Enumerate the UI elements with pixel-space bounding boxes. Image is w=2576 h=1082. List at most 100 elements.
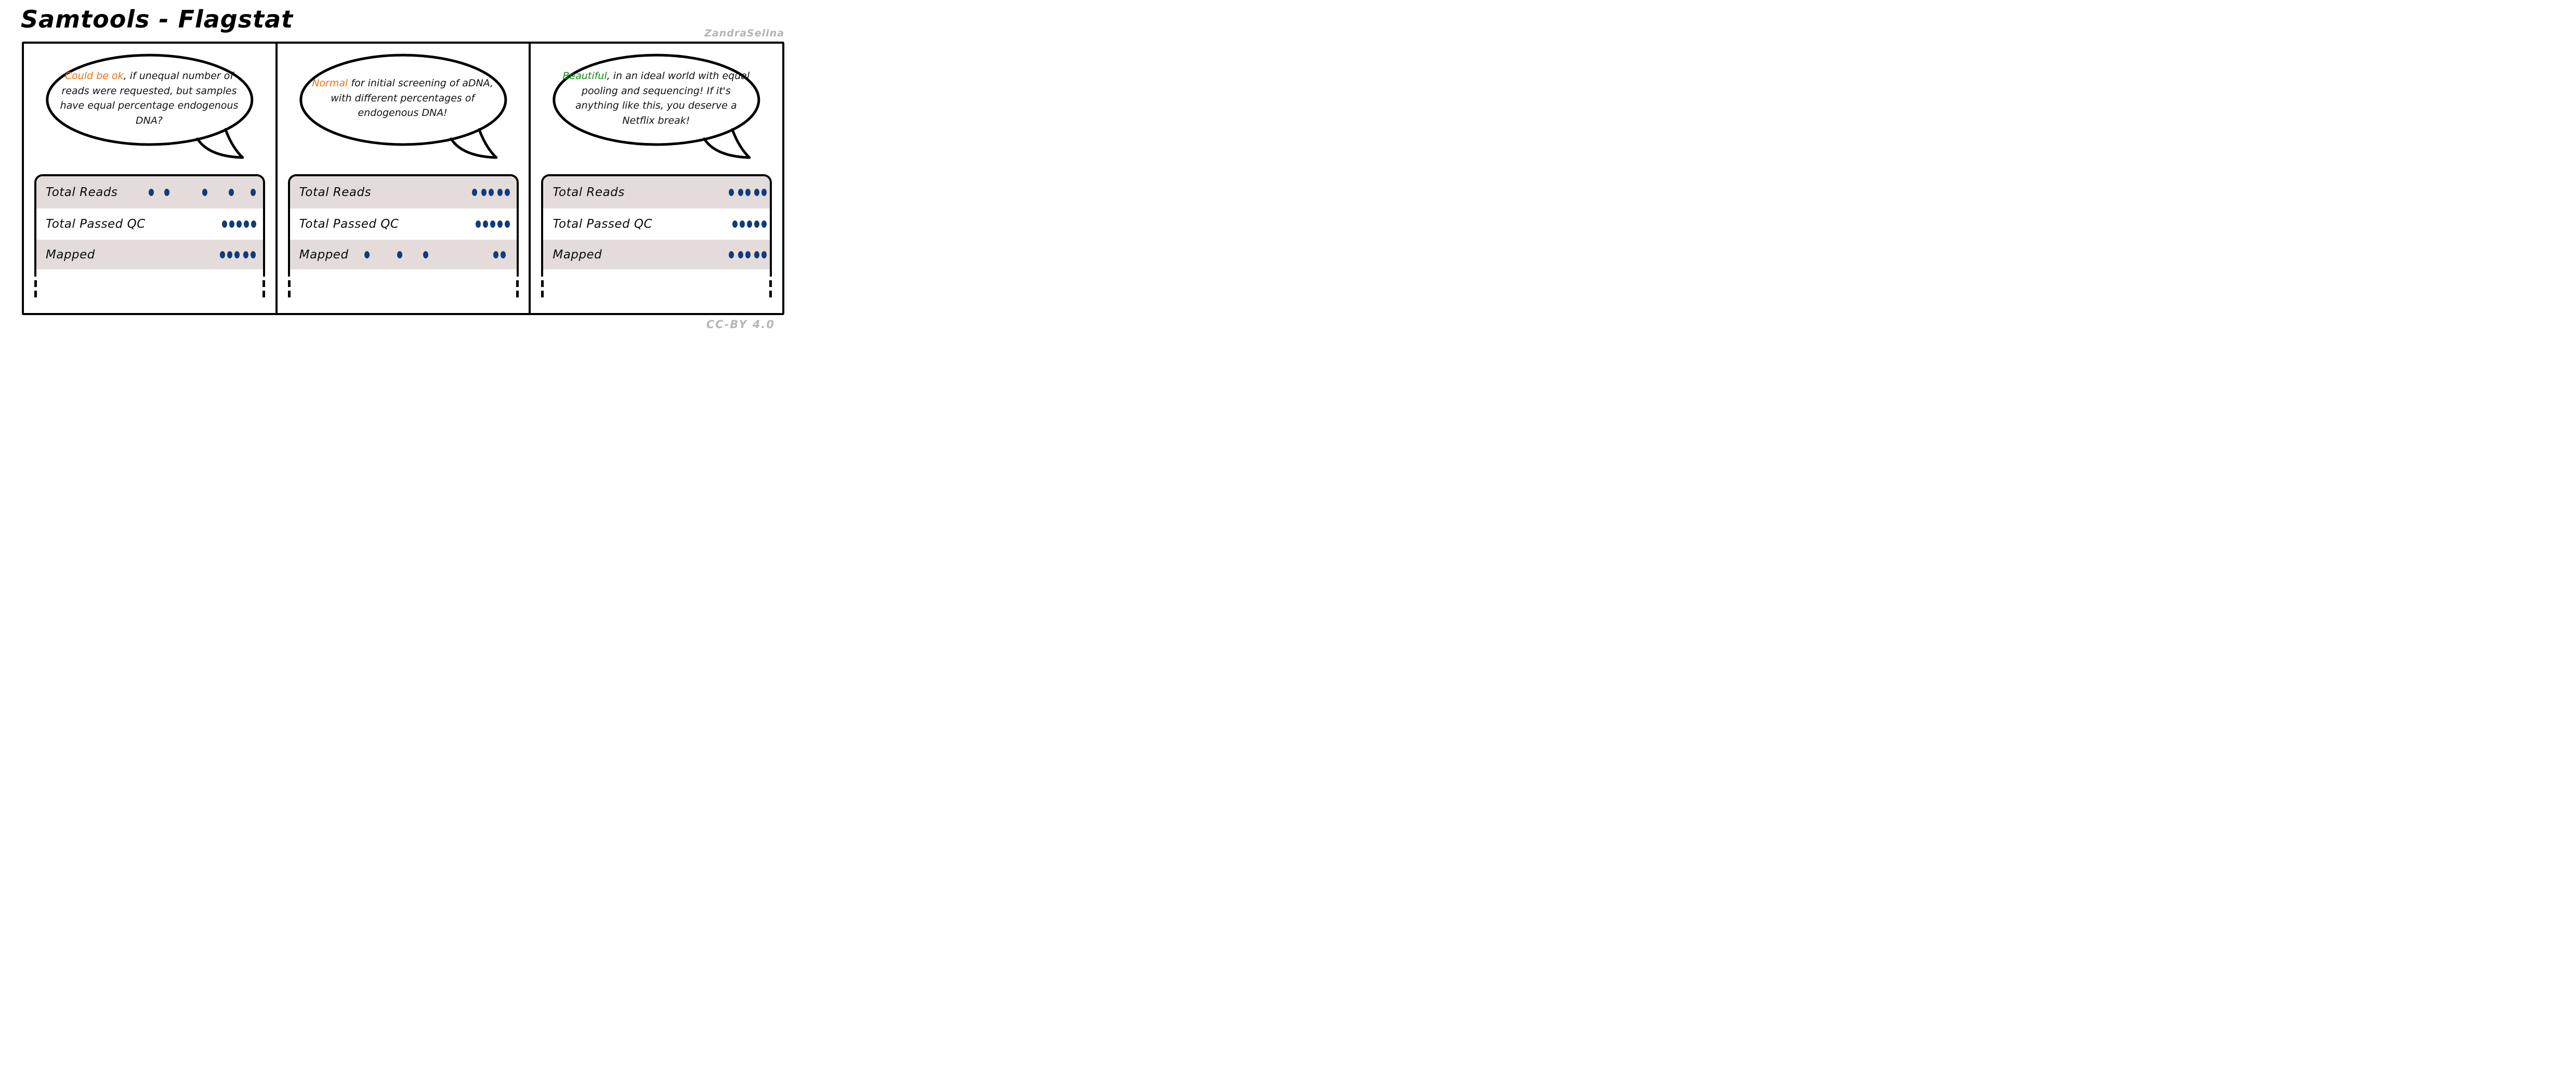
flagstat-table-wrap: Total Reads Total Passed QC Mapped	[541, 174, 772, 297]
data-dot	[202, 189, 207, 196]
data-dot	[229, 189, 234, 196]
row-label: Total Passed QC	[553, 217, 653, 231]
data-dot	[754, 251, 760, 258]
flagstat-table-wrap: Total Reads Total Passed QC Mapped	[287, 174, 519, 297]
comic-frame: Could be ok, if unequal number of reads …	[22, 42, 784, 315]
table-row-total-passed-qc: Total Passed QC	[36, 208, 263, 240]
data-dot	[747, 220, 753, 228]
data-dot	[497, 220, 503, 228]
table-continuation-dash	[262, 280, 265, 287]
data-dot	[754, 189, 760, 196]
table-row-total-reads: Total Reads	[543, 176, 770, 208]
table-continuation-dash	[541, 280, 544, 287]
bubble-text: Normal for initial screening of aDNA, wi…	[307, 62, 499, 134]
table-continuation-dash	[34, 280, 37, 287]
bubble-lead-word: Could be ok	[64, 70, 124, 82]
data-dot	[738, 251, 744, 258]
data-dot	[236, 220, 242, 228]
data-dot	[729, 251, 734, 258]
speech-bubble-tail-icon	[450, 128, 498, 159]
table-continuation-dash	[516, 280, 519, 287]
flagstat-table: Total Reads Total Passed QC Mapped	[34, 174, 265, 277]
data-dot	[244, 220, 249, 228]
speech-bubble-tail-fill	[704, 129, 750, 157]
data-dot	[220, 251, 225, 258]
table-row-total-passed-qc: Total Passed QC	[543, 208, 770, 240]
data-dot	[500, 251, 506, 258]
panel-normal: Normal for initial screening of aDNA, wi…	[275, 44, 529, 313]
table-continuation-dash	[262, 291, 265, 297]
row-label: Mapped	[299, 247, 349, 262]
table-row-spacer	[36, 269, 263, 277]
row-label: Total Passed QC	[299, 217, 399, 231]
data-dot	[754, 220, 760, 228]
table-continuation-dash	[287, 291, 291, 297]
table-row-mapped: Mapped	[36, 240, 263, 269]
flagstat-table-wrap: Total Reads Total Passed QC Mapped	[34, 174, 265, 297]
data-dot	[493, 251, 498, 258]
table-continuation-dash	[34, 291, 37, 297]
bubble-text: Beautiful, in an ideal world with equal …	[560, 62, 752, 134]
table-row-spacer	[290, 269, 517, 277]
data-dot	[475, 220, 481, 228]
table-continuation-dash	[769, 280, 772, 287]
data-dot	[738, 189, 744, 196]
speech-bubble-tail-icon	[703, 128, 751, 159]
data-dot	[732, 220, 738, 228]
data-dot	[397, 251, 402, 258]
table-row-mapped: Mapped	[290, 240, 517, 269]
data-dot	[164, 189, 169, 196]
table-row-total-reads: Total Reads	[36, 176, 263, 208]
row-label: Mapped	[46, 247, 95, 262]
table-row-spacer	[543, 269, 770, 277]
table-continuation-dash	[769, 291, 772, 297]
table-continuation-dash	[287, 280, 291, 287]
bubble-rest-text: , if unequal number of reads were reques…	[60, 70, 239, 126]
speech-bubble	[299, 54, 507, 159]
row-label: Total Reads	[299, 186, 372, 199]
table-row-mapped: Mapped	[543, 240, 770, 269]
data-dot	[504, 189, 510, 196]
data-dot	[761, 220, 767, 228]
data-dot	[423, 251, 428, 258]
row-label: Total Reads	[46, 186, 118, 199]
flagstat-table: Total Reads Total Passed QC Mapped	[541, 174, 772, 277]
speech-bubble-outline	[553, 54, 760, 146]
data-dot	[481, 189, 487, 196]
data-dot	[488, 189, 494, 196]
row-label: Total Reads	[553, 186, 625, 199]
license-text: CC-BY 4.0	[706, 318, 775, 331]
comic-page: Samtools - Flagstat ZandraSelina Could b…	[0, 0, 805, 338]
data-dot	[745, 189, 751, 196]
speech-bubble-outline	[46, 54, 254, 146]
page-title: Samtools - Flagstat	[21, 5, 294, 33]
table-continuation-dash	[516, 291, 519, 297]
speech-bubble	[46, 54, 254, 159]
panel-could-be-ok: Could be ok, if unequal number of reads …	[24, 44, 275, 313]
data-dot	[482, 220, 488, 228]
data-dot	[222, 220, 227, 228]
data-dot	[761, 251, 767, 258]
data-dot	[490, 220, 495, 228]
data-dot	[745, 251, 751, 258]
data-dot	[729, 189, 734, 196]
data-dot	[504, 220, 510, 228]
data-dot	[243, 251, 248, 258]
speech-bubble-tail-fill	[197, 129, 243, 157]
data-dot	[251, 189, 256, 196]
speech-bubble-tail-icon	[196, 128, 244, 159]
data-dot	[471, 189, 477, 196]
panel-beautiful: Beautiful, in an ideal world with equal …	[529, 44, 782, 313]
data-dot	[740, 220, 745, 228]
data-dot	[761, 189, 767, 196]
table-continuation-dash	[541, 291, 544, 297]
flagstat-table: Total Reads Total Passed QC Mapped	[287, 174, 519, 277]
row-label: Mapped	[553, 247, 602, 262]
speech-bubble-outline	[299, 54, 507, 146]
data-dot	[497, 189, 503, 196]
table-row-total-reads: Total Reads	[290, 176, 517, 208]
bubble-rest-text: , in an ideal world with equal pooling a…	[575, 70, 750, 126]
data-dot	[149, 189, 154, 196]
speech-bubble-tail-fill	[451, 129, 496, 157]
bubble-lead-word: Beautiful	[562, 70, 607, 82]
